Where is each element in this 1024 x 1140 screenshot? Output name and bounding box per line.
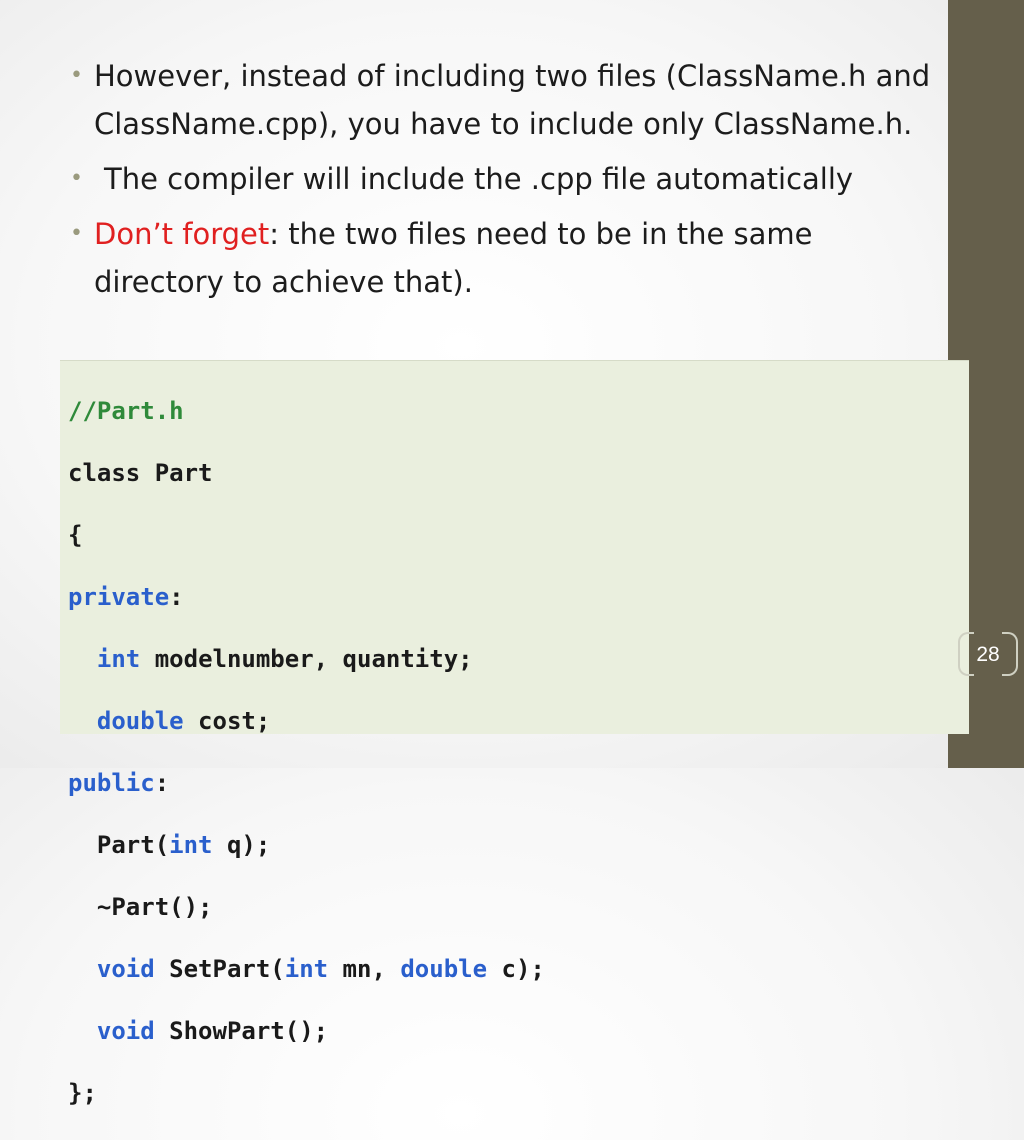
code-line: ~Part(); xyxy=(68,892,969,923)
code-keyword: void xyxy=(96,955,155,983)
code-line: int modelnumber, quantity; xyxy=(68,644,969,675)
code-keyword: int xyxy=(169,831,213,859)
code-keyword: double xyxy=(400,955,488,983)
code-text: cost; xyxy=(183,707,271,735)
code-keyword: private xyxy=(68,583,170,611)
bullet-item: • Don’t forget: the two files need to be… xyxy=(68,210,948,306)
code-line: }; xyxy=(68,1078,969,1109)
bullet-dot-icon: • xyxy=(70,166,83,191)
code-text: SetPart( xyxy=(154,955,285,983)
code-text: : xyxy=(154,769,170,797)
code-line: void SetPart(int mn, double c); xyxy=(68,954,969,985)
bullet-text: : the two files need to be in the same d… xyxy=(94,217,813,299)
page-number: 28 xyxy=(976,643,1000,666)
bullet-item: • The compiler will include the .cpp fil… xyxy=(68,155,948,203)
code-text: }; xyxy=(68,1079,97,1107)
bullet-list: • However, instead of including two file… xyxy=(68,52,948,313)
bullet-dot-icon: • xyxy=(70,221,83,246)
code-text: Part( xyxy=(96,831,170,859)
code-keyword: int xyxy=(284,955,329,983)
bullet-highlight: Don’t forget xyxy=(94,217,270,251)
page-number-badge: 28 xyxy=(958,632,1018,678)
left-bracket-icon xyxy=(958,632,974,676)
code-comment: //Part.h xyxy=(68,397,184,425)
code-line: Part(int q); xyxy=(68,830,969,861)
code-line: public: xyxy=(68,768,969,799)
code-line: class Part xyxy=(68,458,969,489)
code-text: { xyxy=(68,521,83,549)
code-line: void ShowPart(); xyxy=(68,1016,969,1047)
code-text: modelnumber, quantity; xyxy=(140,645,473,673)
code-text: q); xyxy=(212,831,271,859)
code-text: mn, xyxy=(328,955,401,983)
code-text: class Part xyxy=(68,459,213,487)
bullet-text: The compiler will include the .cpp file … xyxy=(104,162,854,196)
code-block: //Part.h class Part { private: int model… xyxy=(60,360,969,1107)
code-line: //Part.h xyxy=(68,396,969,427)
code-keyword: public xyxy=(68,769,155,797)
code-keyword: int xyxy=(96,645,141,673)
bullet-dot-icon: • xyxy=(70,63,83,88)
right-bracket-icon xyxy=(1002,632,1018,676)
bullet-text: However, instead of including two files … xyxy=(94,59,931,141)
bullet-item: • However, instead of including two file… xyxy=(68,52,948,148)
code-line: private: xyxy=(68,582,969,613)
code-keyword: void xyxy=(96,1017,155,1045)
code-text: c); xyxy=(487,955,545,983)
code-text: : xyxy=(169,583,184,611)
code-keyword: double xyxy=(96,707,184,735)
code-line: { xyxy=(68,520,969,551)
code-line: double cost; xyxy=(68,706,969,737)
code-text: ~Part(); xyxy=(96,893,213,921)
code-text: ShowPart(); xyxy=(154,1017,329,1045)
